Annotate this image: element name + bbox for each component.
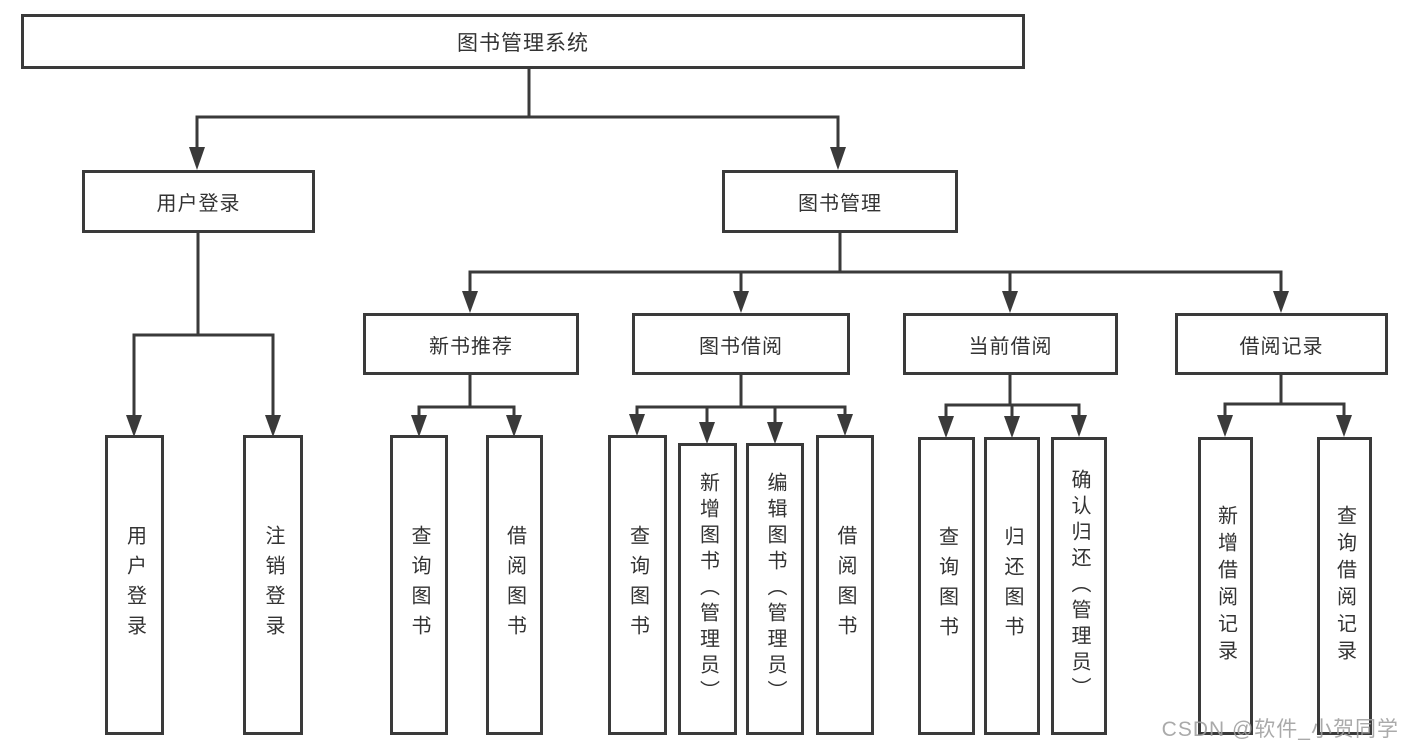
leaf-rec-query-book: 查询图书	[390, 435, 448, 735]
leaf-bb-borrow-book: 借阅图书	[816, 435, 874, 735]
leaf-bb-borrow-book-label: 借阅图书	[834, 525, 856, 645]
node-book-management: 图书管理	[722, 170, 958, 233]
node-root-label: 图书管理系统	[457, 31, 589, 55]
leaf-bb-edit-book-admin: 编辑图书（管理员）	[746, 443, 804, 735]
leaf-br-query-record-label: 查询借阅记录	[1333, 505, 1356, 667]
leaf-cb-query-book: 查询图书	[918, 437, 975, 735]
leaf-rec-query-book-label: 查询图书	[408, 525, 430, 645]
leaf-bb-add-book-admin-label: 新增图书（管理员）	[696, 472, 719, 706]
leaf-rec-borrow-book-label: 借阅图书	[503, 525, 526, 645]
leaf-br-add-record: 新增借阅记录	[1198, 437, 1253, 735]
leaf-bb-edit-book-admin-label: 编辑图书（管理员）	[764, 472, 786, 706]
node-book-borrow: 图书借阅	[632, 313, 850, 375]
node-book-management-label: 图书管理	[798, 193, 882, 215]
leaf-user-login-label: 用户登录	[123, 525, 146, 645]
watermark-text: CSDN @软件_小贺同学	[1161, 718, 1399, 741]
leaf-bb-add-book-admin: 新增图书（管理员）	[678, 443, 737, 735]
leaf-bb-query-book: 查询图书	[608, 435, 667, 735]
leaf-br-query-record: 查询借阅记录	[1317, 437, 1372, 735]
leaf-logout-login-label: 注销登录	[262, 525, 284, 645]
node-borrow-records: 借阅记录	[1175, 313, 1388, 375]
leaf-bb-query-book-label: 查询图书	[626, 525, 649, 645]
leaf-logout-login: 注销登录	[243, 435, 303, 735]
leaf-user-login: 用户登录	[105, 435, 164, 735]
node-new-book-recommend-label: 新书推荐	[429, 335, 513, 358]
leaf-cb-return-book: 归还图书	[984, 437, 1040, 735]
node-user-login-label: 用户登录	[156, 193, 241, 215]
node-root: 图书管理系统	[21, 14, 1025, 69]
leaf-br-add-record-label: 新增借阅记录	[1214, 505, 1237, 667]
node-book-borrow-label: 图书借阅	[699, 335, 783, 358]
node-new-book-recommend: 新书推荐	[363, 313, 579, 375]
node-user-login: 用户登录	[82, 170, 315, 233]
leaf-cb-query-book-label: 查询图书	[935, 526, 958, 646]
node-current-borrow-label: 当前借阅	[968, 335, 1053, 358]
node-borrow-records-label: 借阅记录	[1239, 335, 1324, 358]
leaf-cb-confirm-return-admin: 确认归还（管理员）	[1051, 437, 1107, 735]
leaf-cb-confirm-return-admin-label: 确认归还（管理员）	[1068, 469, 1090, 703]
leaf-cb-return-book-label: 归还图书	[1001, 526, 1023, 646]
leaf-rec-borrow-book: 借阅图书	[486, 435, 543, 735]
node-current-borrow: 当前借阅	[903, 313, 1118, 375]
